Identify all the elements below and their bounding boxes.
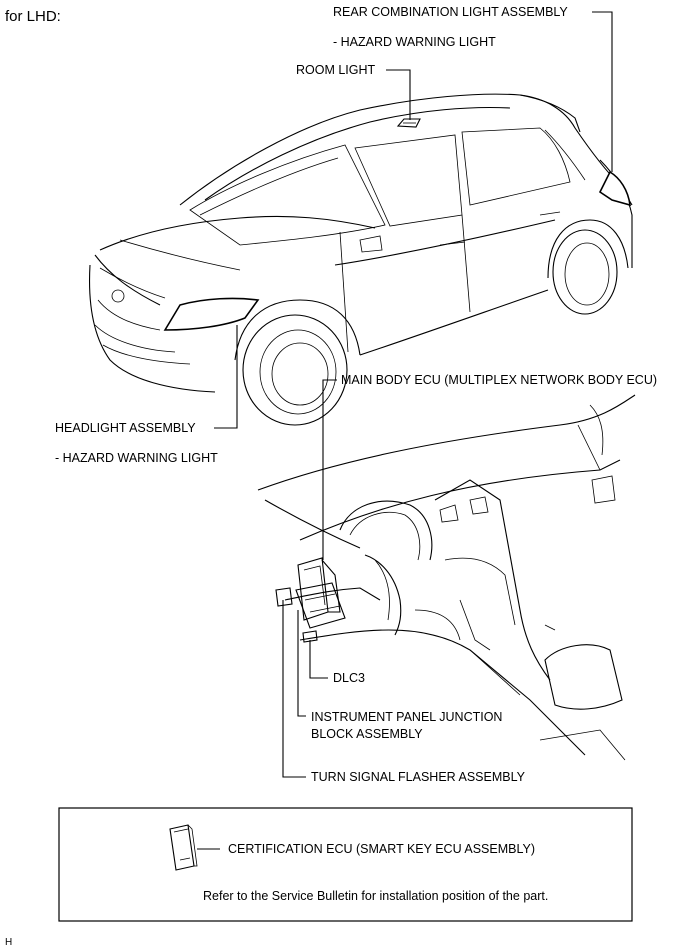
dashboard-illustration bbox=[257, 394, 636, 761]
room-light-part bbox=[396, 118, 421, 128]
service-bulletin-note: Refer to the Service Bulletin for instal… bbox=[203, 889, 548, 903]
car-illustration bbox=[89, 93, 633, 426]
headlight-hazard-warning-light-label: - HAZARD WARNING LIGHT bbox=[55, 451, 218, 465]
rear-combination-light-part bbox=[598, 170, 631, 207]
main-body-ecu-label: MAIN BODY ECU (MULTIPLEX NETWORK BODY EC… bbox=[341, 373, 657, 387]
dlc3-part bbox=[302, 630, 318, 643]
figure-code: H bbox=[5, 937, 12, 948]
certification-ecu-icon bbox=[169, 824, 198, 871]
certification-ecu-box: CERTIFICATION ECU (SMART KEY ECU ASSEMBL… bbox=[58, 807, 633, 922]
main-body-ecu-part bbox=[297, 557, 341, 621]
junction-block-label-line1: INSTRUMENT PANEL JUNCTION bbox=[311, 710, 502, 724]
rear-combination-light-label: REAR COMBINATION LIGHT ASSEMBLY bbox=[333, 5, 568, 19]
lhd-heading: for LHD: bbox=[5, 8, 61, 25]
dashboard-leader-lines bbox=[282, 379, 337, 778]
turn-signal-flasher-label: TURN SIGNAL FLASHER ASSEMBLY bbox=[311, 770, 526, 784]
headlight-assembly-label: HEADLIGHT ASSEMBLY bbox=[55, 421, 196, 435]
car-leader-lines bbox=[214, 11, 613, 429]
rear-hazard-warning-light-label: - HAZARD WARNING LIGHT bbox=[333, 35, 496, 49]
dlc3-label: DLC3 bbox=[333, 671, 365, 685]
room-light-label: ROOM LIGHT bbox=[296, 63, 376, 77]
headlight-assembly-part bbox=[163, 297, 260, 331]
junction-block-label-line2: BLOCK ASSEMBLY bbox=[311, 727, 423, 741]
junction-block-part bbox=[295, 582, 346, 629]
certification-ecu-label: CERTIFICATION ECU (SMART KEY ECU ASSEMBL… bbox=[228, 842, 535, 856]
turn-signal-flasher-part bbox=[275, 587, 293, 607]
